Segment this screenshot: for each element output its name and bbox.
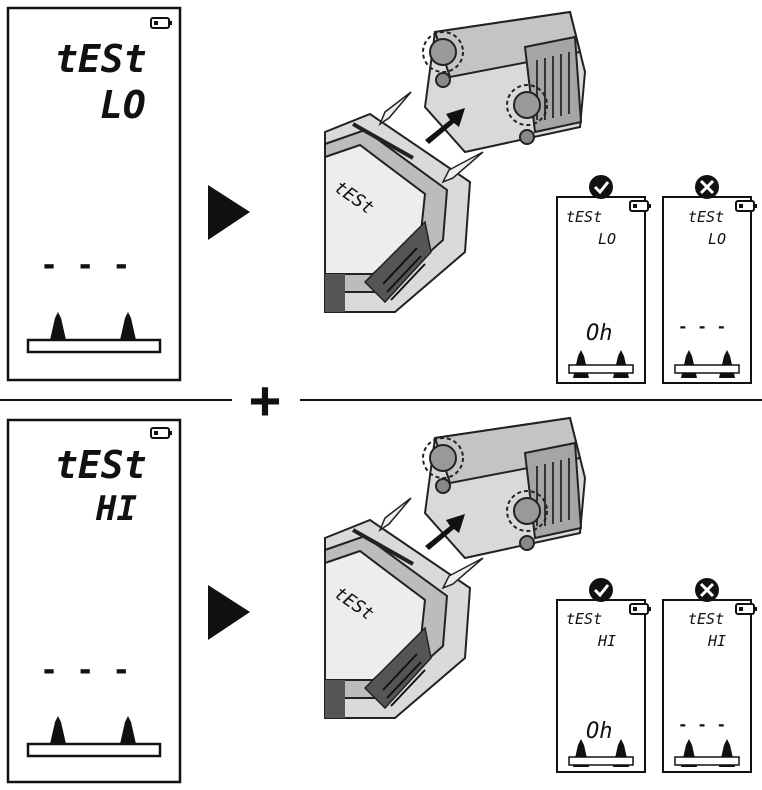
- fail-line2: LO: [708, 230, 726, 248]
- battery-icon: [735, 603, 758, 615]
- ok-line2: LO: [598, 230, 616, 248]
- play-arrow-icon: [208, 585, 250, 640]
- lcd-line2: LO: [100, 83, 146, 127]
- electrode-bar: [26, 742, 162, 758]
- device-illustration: tESt: [323, 416, 587, 720]
- battery-icon: [629, 603, 652, 615]
- lcd-dashes: - - -: [40, 653, 130, 688]
- top-result-ok: tESt LO Oh: [556, 175, 652, 384]
- battery-icon: [150, 17, 173, 29]
- play-arrow-icon: [208, 185, 250, 240]
- top-section: tESt LO - - - tESt tESt LO Oh: [6, 6, 758, 384]
- ok-reading: Oh: [586, 321, 613, 346]
- electrode-bar: [26, 338, 162, 354]
- ok-reading: Oh: [586, 719, 613, 744]
- ok-line2: HI: [597, 632, 616, 650]
- fail-reading: - - -: [678, 715, 726, 734]
- top-result-fail: tESt LO - - -: [662, 175, 758, 384]
- fail-line2: HI: [707, 632, 726, 650]
- fail-reading: - - -: [678, 317, 726, 336]
- bottom-result-ok: tESt HI Oh: [556, 578, 652, 773]
- fail-line1: tESt: [688, 208, 724, 226]
- lcd-line1: tESt: [55, 37, 147, 81]
- bottom-lcd-panel: tESt HI - - -: [6, 418, 182, 784]
- bottom-result-fail: tESt HI - - -: [662, 578, 758, 773]
- battery-icon: [629, 200, 652, 212]
- bottom-section: tESt HI - - - tESt tESt HI Oh: [6, 416, 758, 784]
- check-icon: [589, 175, 613, 199]
- battery-icon: [150, 427, 173, 439]
- battery-icon: [735, 200, 758, 212]
- lcd-dashes: - - -: [40, 248, 130, 283]
- lcd-line2: HI: [95, 489, 137, 529]
- ok-line1: tESt: [566, 610, 602, 628]
- fail-line1: tESt: [688, 610, 724, 628]
- device-illustration: tESt: [323, 10, 587, 314]
- ok-line1: tESt: [566, 208, 602, 226]
- lcd-line1: tESt: [55, 443, 147, 487]
- plus-icon: +: [249, 369, 282, 432]
- top-lcd-panel: tESt LO - - -: [6, 6, 182, 382]
- separator: +: [0, 369, 762, 432]
- check-icon: [589, 578, 613, 602]
